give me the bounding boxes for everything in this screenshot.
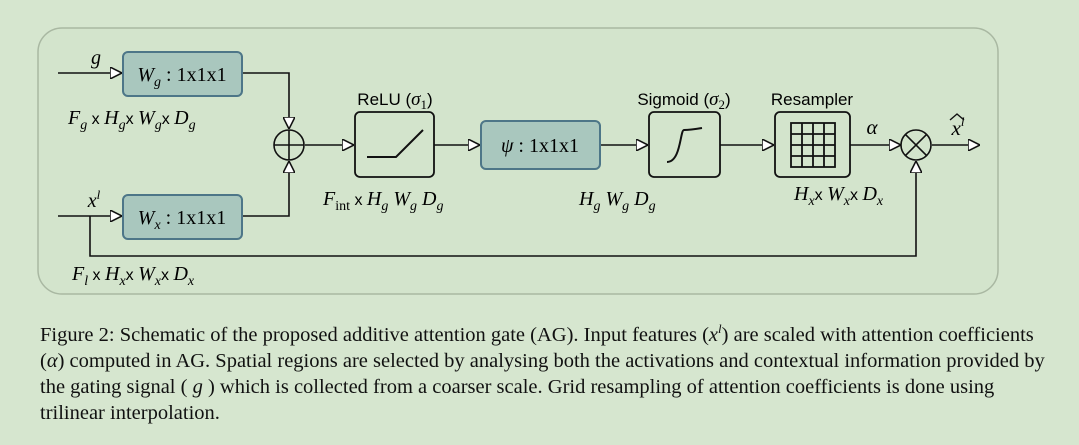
wg-to-sum-arrow xyxy=(242,72,289,129)
wx-block-label: Wx : 1x1x1 xyxy=(138,207,226,233)
g-dims-label: Fg x Hgx Wgx Dg xyxy=(67,107,196,133)
sigmoid-label: Sigmoid (σ2) xyxy=(637,89,730,112)
wg-block xyxy=(122,51,243,97)
psi-block xyxy=(480,120,601,170)
psi-block-label: ψ : 1x1x1 xyxy=(501,135,579,157)
relu-block xyxy=(354,111,435,178)
wx-to-sum-arrow xyxy=(242,161,289,217)
sigmoid-curve-icon xyxy=(666,127,703,163)
after-resampler-dims-label: Hxx Wxx Dx xyxy=(793,183,884,209)
relu-curve-icon xyxy=(367,129,424,158)
relu-label: ReLU (σ1) xyxy=(357,89,432,112)
after-sum-dims-label: Fint x Hg Wg Dg xyxy=(322,188,443,214)
sum-node xyxy=(273,129,305,161)
g-input-symbol: g xyxy=(91,47,101,69)
multiply-node xyxy=(900,129,932,161)
caption-text: Schematic of the proposed additive atten… xyxy=(40,321,1045,424)
wx-block xyxy=(122,194,243,240)
alpha-label: α xyxy=(866,115,878,139)
sigmoid-block xyxy=(648,111,721,178)
attention-gate-diagram: Wg : 1x1x1 Wx : 1x1x1 ReLU (σ1) ψ : 1x1x… xyxy=(37,27,999,295)
caption-label: Figure 2: xyxy=(40,323,115,346)
connection-lines xyxy=(58,72,980,257)
resampler-block xyxy=(774,111,851,178)
after-psi-dims-label: Hg Wg Dg xyxy=(578,188,656,214)
grid-icon xyxy=(790,122,836,168)
resampler-label: Resampler xyxy=(771,90,854,109)
x-dims-label: Fl x Hxx Wxx Dx xyxy=(71,263,195,289)
figure-caption: Figure 2: Schematic of the proposed addi… xyxy=(40,316,1050,426)
skip-connection-arrow xyxy=(89,161,916,257)
wg-block-label: Wg : 1x1x1 xyxy=(137,64,226,90)
